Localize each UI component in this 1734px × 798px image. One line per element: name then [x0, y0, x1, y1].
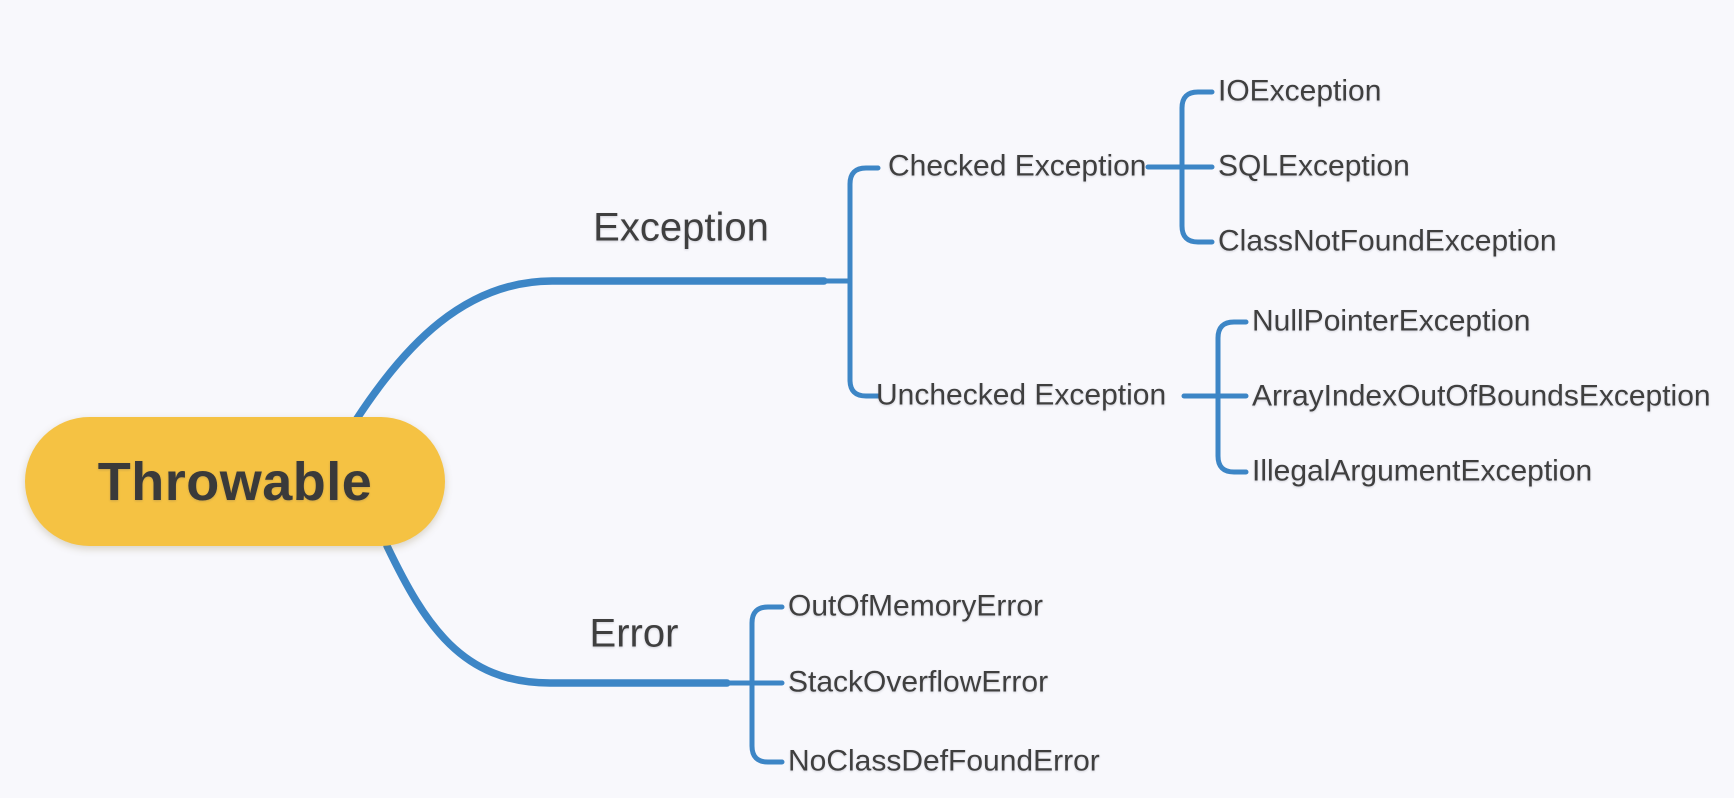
- node-leaf-ioexception[interactable]: IOException: [1218, 74, 1382, 108]
- root-label: Throwable: [97, 451, 373, 512]
- node-leaf-stackoverflowerror[interactable]: StackOverflowError: [788, 665, 1049, 699]
- connector-checked-children-trunk: [1179, 89, 1215, 245]
- connector-error-children-trunk: [749, 604, 785, 765]
- node-branch-error[interactable]: Error: [589, 611, 679, 656]
- connector-root-to-error: [383, 542, 731, 687]
- node-leaf-arrayindexoutofboundsexception[interactable]: ArrayIndexOutOfBoundsException: [1252, 379, 1711, 413]
- node-root-throwable[interactable]: Throwable: [25, 417, 445, 546]
- connector-exception-children-trunk: [847, 165, 881, 399]
- connector-root-to-exception: [352, 277, 828, 424]
- node-topic-checked-exception[interactable]: Checked Exception: [888, 149, 1147, 183]
- node-leaf-noclassdeffounderror[interactable]: NoClassDefFoundError: [788, 744, 1100, 778]
- node-leaf-classnotfoundexception[interactable]: ClassNotFoundException: [1218, 224, 1557, 258]
- node-leaf-illegalargumentexception[interactable]: IllegalArgumentException: [1252, 454, 1593, 488]
- node-leaf-outofmemoryerror[interactable]: OutOfMemoryError: [788, 589, 1044, 623]
- node-branch-exception[interactable]: Exception: [593, 205, 769, 250]
- connector-unchecked-children-trunk: [1215, 319, 1249, 475]
- node-leaf-sqlexception[interactable]: SQLException: [1218, 149, 1410, 183]
- node-leaf-nullpointerexception[interactable]: NullPointerException: [1252, 304, 1531, 338]
- node-topic-unchecked-exception[interactable]: Unchecked Exception: [876, 378, 1167, 412]
